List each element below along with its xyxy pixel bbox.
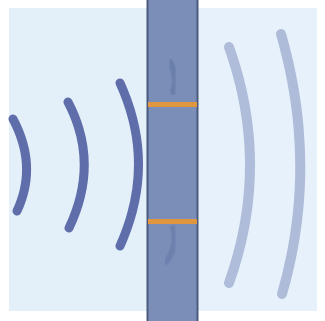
wall-body [147, 0, 198, 321]
wall-barrier-icon [147, 0, 198, 321]
wall-band-top [148, 102, 197, 107]
wall-band-bottom [148, 219, 197, 224]
